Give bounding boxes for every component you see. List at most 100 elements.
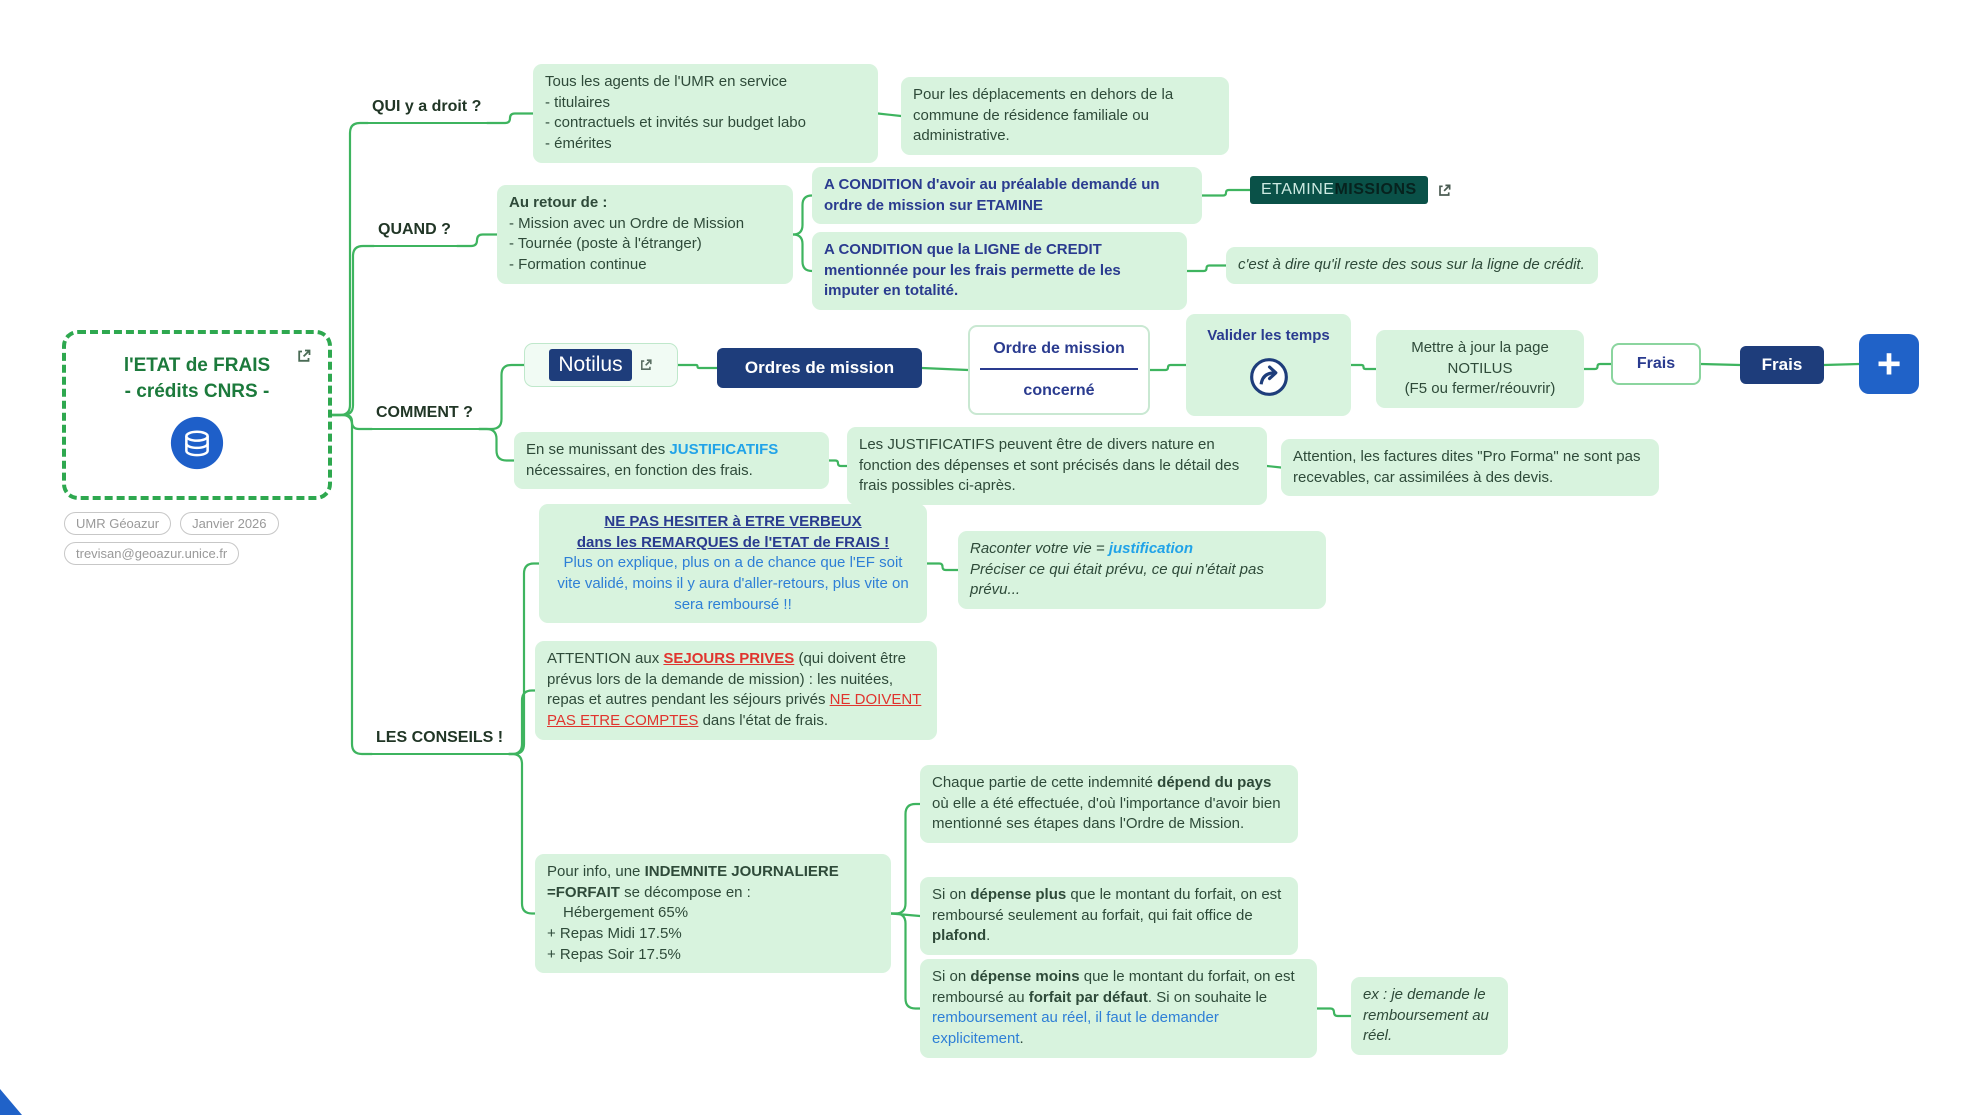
node-justificatifs-nature[interactable]: Les JUSTIFICATIFS peuvent être de divers… bbox=[847, 427, 1267, 506]
node-valider-les-temps[interactable]: Valider les temps bbox=[1186, 314, 1351, 417]
text-concerne: concerné bbox=[1023, 382, 1095, 400]
text-bold: INDEMNITE JOURNALIERE bbox=[644, 863, 839, 880]
text: que le montant du forfait, on est rembou… bbox=[932, 886, 1282, 924]
text: Valider les temps bbox=[1207, 327, 1330, 344]
text: A CONDITION que la LIGNE de CREDIT menti… bbox=[824, 241, 1121, 300]
text-line: + Repas Midi 17.5% bbox=[547, 925, 682, 943]
text-line: (F5 ou fermer/réouvrir) bbox=[1404, 380, 1556, 398]
etamine-missions-logo[interactable]: ETAMINEMISSIONS bbox=[1250, 176, 1452, 204]
node-depense-plus[interactable]: Si on dépense plus que le montant du for… bbox=[920, 877, 1298, 956]
plus-icon: + bbox=[1876, 340, 1902, 387]
tag-janvier-2026: Janvier 2026 bbox=[180, 512, 279, 535]
text-line: - titulaires bbox=[545, 93, 611, 111]
branch-conseils-label[interactable]: LES CONSEILS ! bbox=[372, 727, 510, 755]
forward-arrow-icon bbox=[1248, 356, 1290, 405]
branch-qui-label[interactable]: QUI y a droit ? bbox=[368, 96, 488, 124]
text: ex : je demande le remboursement au réel… bbox=[1363, 986, 1489, 1045]
text: ATTENTION aux bbox=[547, 650, 664, 667]
text: Si on bbox=[932, 886, 971, 903]
external-link-icon[interactable] bbox=[639, 358, 653, 372]
branch-quand-label[interactable]: QUAND ? bbox=[374, 219, 457, 247]
text-bold: dépend du pays bbox=[1157, 774, 1272, 791]
node-condition-etamine[interactable]: A CONDITION d'avoir au préalable demandé… bbox=[812, 167, 1202, 225]
missions-text: MISSIONS bbox=[1334, 181, 1417, 198]
add-plus-button[interactable]: + bbox=[1859, 334, 1919, 394]
external-link-icon[interactable] bbox=[296, 348, 312, 364]
branch-comment-label[interactable]: COMMENT ? bbox=[372, 402, 479, 430]
text: En se munissant des bbox=[526, 441, 670, 458]
text-line: - contractuels et invités sur budget lab… bbox=[545, 114, 806, 132]
text: Si on bbox=[932, 968, 971, 985]
text: Frais bbox=[1761, 355, 1803, 375]
text: . bbox=[986, 927, 991, 945]
text-line: - Mission avec un Ordre de Mission bbox=[509, 214, 745, 232]
text-intro: Pour info, une INDEMNITE JOURNALIERE =FO… bbox=[547, 862, 879, 903]
node-ordre-concerne[interactable]: Ordre de mission concerné bbox=[968, 325, 1150, 416]
node-sejours-prives[interactable]: ATTENTION aux SEJOURS PRIVES (qui doiven… bbox=[535, 641, 937, 740]
node-credit-note[interactable]: c'est à dire qu'il reste des sous sur la… bbox=[1226, 247, 1598, 284]
node-condition-credit[interactable]: A CONDITION que la LIGNE de CREDIT menti… bbox=[812, 232, 1187, 311]
node-depense-moins[interactable]: Si on dépense moins que le montant du fo… bbox=[920, 959, 1317, 1058]
external-link-icon[interactable] bbox=[1437, 183, 1452, 198]
node-mettre-a-jour[interactable]: Mettre à jour la page NOTILUS (F5 ou fer… bbox=[1376, 330, 1584, 409]
node-pro-forma[interactable]: Attention, les factures dites "Pro Forma… bbox=[1281, 439, 1659, 497]
text: . bbox=[1019, 1030, 1024, 1048]
text: Raconter votre vie = bbox=[970, 540, 1109, 557]
text-line: - Tournée (poste à l'étranger) bbox=[509, 235, 702, 253]
node-justificatifs[interactable]: En se munissant des JUSTIFICATIFS nécess… bbox=[514, 432, 829, 490]
notilus-node[interactable]: Notilus bbox=[524, 343, 678, 387]
text: Les JUSTIFICATIFS peuvent être de divers… bbox=[859, 436, 1240, 495]
node-au-retour[interactable]: Au retour de : - Mission avec un Ordre d… bbox=[497, 185, 793, 284]
text: Frais bbox=[1636, 354, 1676, 372]
root-topic[interactable]: l'ETAT de FRAIS - crédits CNRS - bbox=[62, 330, 332, 500]
text-highlight: NE DOIVENT PAS ETRE COMPTES bbox=[547, 691, 922, 730]
text-line: Préciser ce qui était prévu, ce qui n'ét… bbox=[970, 560, 1264, 599]
text-body: Plus on explique, plus on a de chance qu… bbox=[557, 554, 909, 613]
text-line: - Formation continue bbox=[509, 256, 647, 274]
text-title: Au retour de : bbox=[509, 194, 608, 211]
text-bold: dépense moins bbox=[970, 968, 1080, 985]
node-exemple-reel[interactable]: ex : je demande le remboursement au réel… bbox=[1351, 977, 1508, 1056]
text-line: Tous les agents de l'UMR en service bbox=[545, 73, 788, 90]
text: Pour info, une bbox=[547, 863, 645, 880]
text-ordre-de-mission: Ordre de mission bbox=[980, 338, 1138, 371]
text-bold: dépense plus bbox=[970, 886, 1067, 903]
text-highlight: justification bbox=[1108, 540, 1193, 557]
frais-outline-button[interactable]: Frais bbox=[1611, 343, 1701, 385]
node-deplacements[interactable]: Pour les déplacements en dehors de la co… bbox=[901, 77, 1229, 156]
text: A CONDITION d'avoir au préalable demandé… bbox=[824, 176, 1160, 214]
text: . Si on souhaite le bbox=[1147, 988, 1268, 1006]
tag-row: trevisan@geoazur.unice.fr bbox=[64, 542, 240, 565]
text: que le montant du forfait, on est rembou… bbox=[932, 968, 1295, 1006]
text: dans l'état de frais. bbox=[698, 712, 829, 730]
node-indemnite-journaliere[interactable]: Pour info, une INDEMNITE JOURNALIERE =FO… bbox=[535, 854, 891, 974]
text: où elle a été effectuée, d'où l'importan… bbox=[932, 794, 1281, 833]
text-line: Mettre à jour la page NOTILUS bbox=[1411, 339, 1549, 377]
node-agents-umr[interactable]: Tous les agents de l'UMR en service - ti… bbox=[533, 64, 878, 163]
text-highlight: SEJOURS PRIVES bbox=[663, 650, 795, 667]
etamine-logo-box: ETAMINEMISSIONS bbox=[1250, 176, 1428, 204]
tag-row: UMR Géoazur Janvier 2026 bbox=[64, 512, 279, 535]
etamine-text: ETAMINE bbox=[1261, 181, 1335, 198]
text: (qui doivent être prévus lors de la dema… bbox=[547, 650, 907, 709]
text: Chaque partie de cette indemnité bbox=[932, 774, 1158, 791]
root-title-line1: l'ETAT de FRAIS bbox=[123, 354, 271, 376]
text: Pour les déplacements en dehors de la co… bbox=[913, 86, 1174, 145]
root-title-line2: - crédits CNRS - bbox=[124, 380, 270, 402]
node-etre-verbeux[interactable]: NE PAS HESITER à ETRE VERBEUX dans les R… bbox=[539, 504, 927, 624]
text-line: - émérites bbox=[545, 135, 612, 153]
tag-umr-geoazur: UMR Géoazur bbox=[64, 512, 172, 535]
node-depend-du-pays[interactable]: Chaque partie de cette indemnité dépend … bbox=[920, 765, 1298, 844]
text: Attention, les factures dites "Pro Forma… bbox=[1293, 448, 1641, 486]
root-tags: UMR Géoazur Janvier 2026 trevisan@geoazu… bbox=[64, 512, 279, 565]
frais-filled-button[interactable]: Frais bbox=[1740, 346, 1824, 384]
text-title2: dans les REMARQUES de l'ETAT de FRAIS ! bbox=[576, 533, 890, 551]
text-bold: plafond bbox=[932, 927, 987, 945]
text: se décompose en : bbox=[619, 883, 751, 901]
text: nécessaires, en fonction des frais. bbox=[526, 461, 753, 479]
notilus-label: Notilus bbox=[549, 348, 632, 382]
ordres-de-mission-button[interactable]: Ordres de mission bbox=[717, 348, 922, 388]
node-raconter-votre-vie[interactable]: Raconter votre vie = justification Préci… bbox=[958, 531, 1326, 610]
